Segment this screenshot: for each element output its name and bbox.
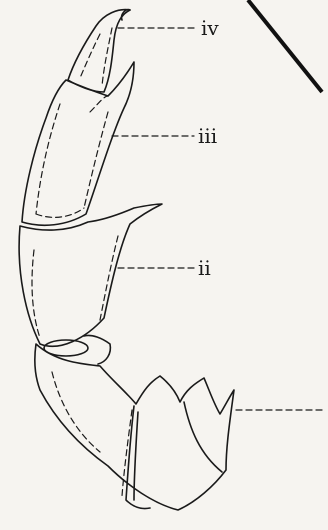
segment-iii (22, 62, 134, 225)
segment-ii (19, 204, 162, 364)
segment-base (35, 344, 234, 510)
corner-stroke (248, 0, 322, 92)
label-ii: ii (198, 258, 211, 278)
label-iv: iv (201, 18, 219, 38)
segment-iv (68, 10, 130, 92)
label-iii: iii (198, 126, 217, 146)
